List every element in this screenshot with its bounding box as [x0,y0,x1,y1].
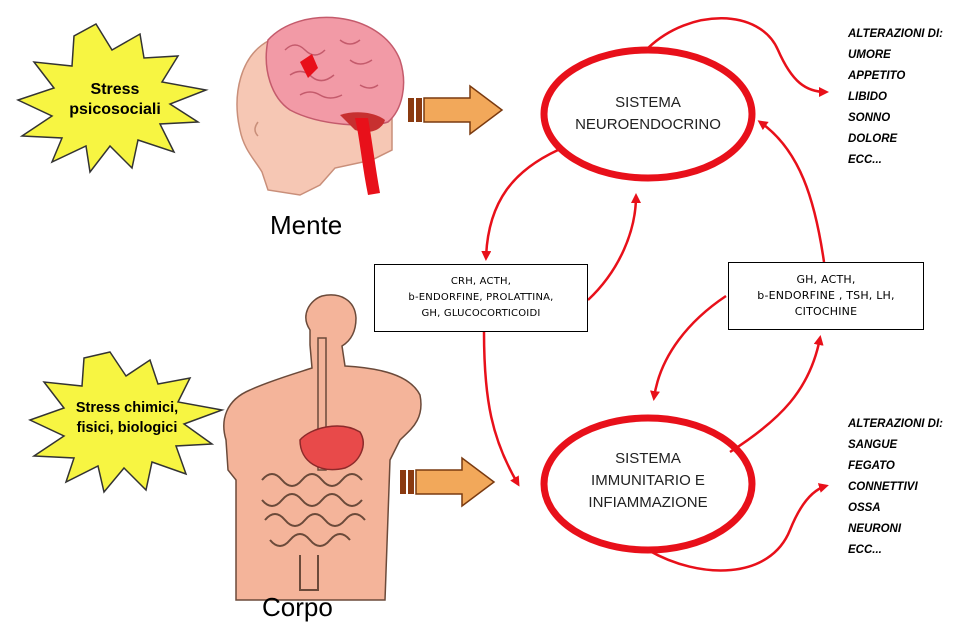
stress-psicosociali-label: Stress psicosociali [54,80,176,120]
list-item: OSSA [848,498,970,519]
list-item: CONNETTIVI [848,477,970,498]
list-item: FEGATO [848,456,970,477]
sistema-immuno-line2: IMMUNITARIO E [548,470,748,492]
alterazioni-top-list: ALTERAZIONI DI: UMORE APPETITO LIBIDO SO… [848,24,970,171]
body-illustration [224,295,421,600]
stress-psicosociali-line2: psicosociali [54,100,176,120]
stress-psicosociali-line1: Stress [54,80,176,100]
label-corpo: Corpo [262,592,333,623]
list-item: APPETITO [848,66,970,87]
head-illustration [237,17,403,195]
list-item: SONNO [848,108,970,129]
list-item: LIBIDO [848,87,970,108]
big-arrow-corpo [400,458,494,506]
box-left-line2: b-ENDORFINE, PROLATTINA, [408,290,553,306]
big-arrow-mente [408,86,502,134]
box-left-line3: GH, GLUCOCORTICOIDI [421,306,540,322]
alterazioni-bottom-list: ALTERAZIONI DI: SANGUE FEGATO CONNETTIVI… [848,414,970,561]
box-left-line1: CRH, ACTH, [451,274,511,290]
stress-chimici-label: Stress chimici, fisici, biologici [52,398,202,438]
label-mente: Mente [270,210,342,241]
alterazioni-top-title: ALTERAZIONI DI: [848,24,970,45]
list-item: UMORE [848,45,970,66]
box-hormones-right: GH, ACTH, b-ENDORFINE , TSH, LH, CITOCHI… [728,262,924,330]
box-right-line2: b-ENDORFINE , TSH, LH, [757,288,894,304]
stress-chimici-line2: fisici, biologici [52,418,202,438]
sistema-neuro-line2: NEUROENDOCRINO [548,114,748,136]
sistema-neuro-line1: SISTEMA [548,92,748,114]
stress-chimici-line1: Stress chimici, [52,398,202,418]
list-item: ECC... [848,540,970,561]
sistema-immuno-line1: SISTEMA [548,448,748,470]
sistema-immuno-line3: INFIAMMAZIONE [548,492,748,514]
box-right-line3: CITOCHINE [795,304,857,320]
box-right-line1: GH, ACTH, [796,272,855,288]
sistema-neuroendocrino-label: SISTEMA NEUROENDOCRINO [548,92,748,136]
list-item: DOLORE [848,129,970,150]
alterazioni-bottom-title: ALTERAZIONI DI: [848,414,970,435]
list-item: ECC... [848,150,970,171]
list-item: NEURONI [848,519,970,540]
list-item: SANGUE [848,435,970,456]
sistema-immunitario-label: SISTEMA IMMUNITARIO E INFIAMMAZIONE [548,448,748,514]
box-hormones-left: CRH, ACTH, b-ENDORFINE, PROLATTINA, GH, … [374,264,588,332]
